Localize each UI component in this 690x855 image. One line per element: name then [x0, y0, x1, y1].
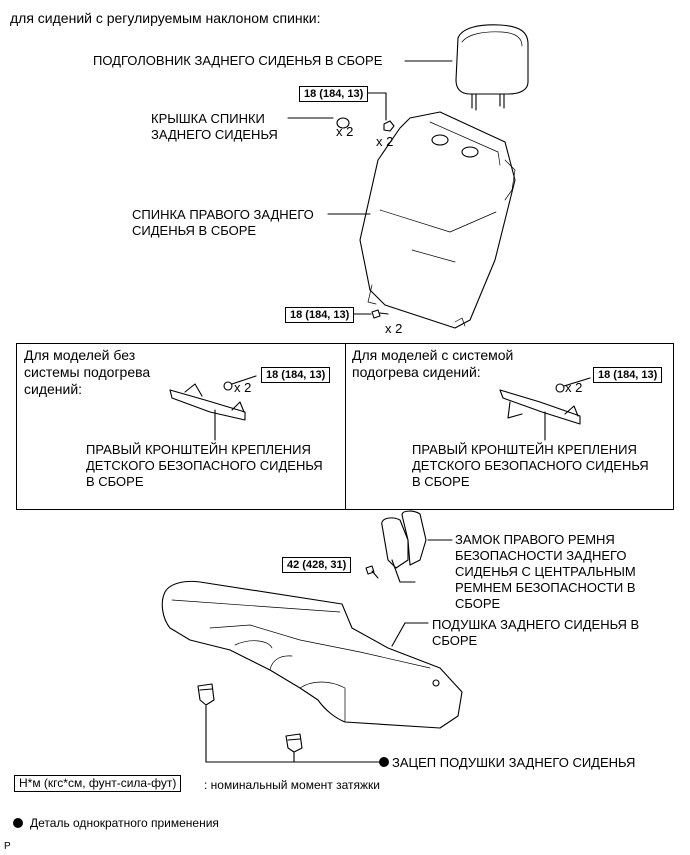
label-bracket-right: ПРАВЫЙ КРОНШТЕЙН КРЕПЛЕНИЯ ДЕТСКОГО БЕЗО… — [412, 442, 649, 489]
headrest-drawing — [455, 24, 529, 111]
panel-left-title: Для моделей без системы подогрева сидени… — [24, 347, 151, 397]
label-cushion: ПОДУШКА ЗАДНЕГО СИДЕНЬЯ В СБОРЕ — [432, 617, 640, 648]
label-buckle: ЗАМОК ПРАВОГО РЕМНЯ БЕЗОПАСНОСТИ ЗАДНЕГО… — [455, 532, 636, 611]
torque-spec-panel-left: 18 (184, 13) — [261, 367, 331, 383]
panel-right-title: Для моделей с системой подогрева сидений… — [352, 347, 514, 380]
figure-code: P — [4, 841, 11, 852]
nonreusable-marker-hook — [379, 757, 389, 767]
bolt-bottom-part — [371, 309, 389, 319]
bracket-right-drawing — [499, 377, 591, 425]
label-seatback: СПИНКА ПРАВОГО ЗАДНЕГО СИДЕНЬЯ В СБОРЕ — [132, 207, 314, 238]
torque-spec-panel-right: 18 (184, 13) — [593, 367, 663, 383]
label-headrest: ПОДГОЛОВНИК ЗАДНЕГО СИДЕНЬЯ В СБОРЕ — [93, 53, 383, 68]
qty-bolt-top: x 2 — [376, 134, 394, 149]
bracket-left-drawing — [169, 375, 257, 421]
label-back-cover: КРЫШКА СПИНКИ ЗАДНЕГО СИДЕНЬЯ — [151, 111, 278, 142]
cushion-drawing — [161, 580, 463, 729]
qty-bolt-bottom: x 2 — [385, 321, 403, 336]
seatback-drawing — [359, 111, 516, 329]
back-cover-part — [336, 117, 350, 129]
bolt-top-part — [383, 120, 395, 132]
variant-panel-heater — [345, 343, 674, 510]
page-title: для сидений с регулируемым наклоном спин… — [10, 10, 321, 26]
hook-clip-left-part — [197, 683, 215, 706]
bolt-buckle-part — [365, 565, 379, 579]
torque-spec-top: 18 (184, 13) — [299, 86, 369, 102]
qty-panel-left: x 2 — [234, 380, 252, 395]
torque-spec-buckle: 42 (428, 31) — [282, 557, 352, 573]
legend-torque-unit: Н*м (кгс*см, фунт-сила-фут) — [14, 775, 182, 792]
legend-torque-desc: : номинальный момент затяжки — [204, 778, 380, 792]
qty-back-cover: x 2 — [336, 124, 354, 139]
nonreusable-marker-legend — [13, 818, 23, 828]
label-bracket-left: ПРАВЫЙ КРОНШТЕЙН КРЕПЛЕНИЯ ДЕТСКОГО БЕЗО… — [86, 442, 323, 489]
qty-panel-right: x 2 — [565, 380, 583, 395]
buckle-drawing — [381, 510, 453, 583]
label-hook: ЗАЦЕП ПОДУШКИ ЗАДНЕГО СИДЕНЬЯ — [392, 755, 636, 770]
legend-nonreusable-desc: Деталь однократного применения — [30, 816, 219, 830]
hook-clip-right-part — [285, 733, 303, 753]
torque-spec-bottom: 18 (184, 13) — [285, 307, 355, 323]
